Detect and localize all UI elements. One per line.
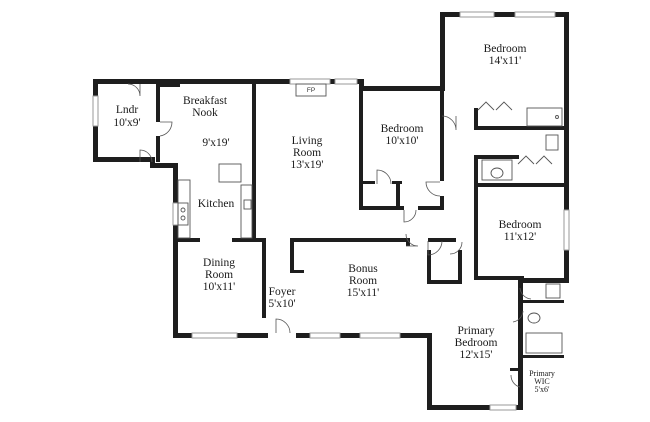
dining-size: 10'x11'	[203, 281, 235, 293]
exterior-walls	[93, 12, 569, 410]
laundry-size: 10'x9'	[113, 117, 140, 129]
laundry-name: Lndr	[116, 104, 139, 116]
foyer-size: 5'x10'	[268, 298, 295, 310]
primary-name-1: Primary	[457, 325, 494, 337]
room-labels: Lndr 10'x9' Breakfast Nook 9'x19' Kitche…	[113, 43, 554, 394]
living-size: 13'x19'	[291, 159, 324, 171]
primary-wic-size: 5'x6'	[535, 385, 550, 394]
fixtures	[177, 83, 563, 354]
bonus-name-2: Room	[349, 275, 377, 287]
windows	[92, 11, 570, 411]
foyer-name: Foyer	[269, 286, 296, 298]
living-name-1: Living	[292, 135, 323, 147]
bonus-size: 15'x11'	[347, 287, 379, 299]
bedroom-top-name: Bedroom	[484, 43, 527, 55]
doors	[127, 83, 532, 388]
bedroom-right-size: 11'x12'	[504, 231, 536, 243]
dining-name-2: Room	[205, 269, 233, 281]
fireplace-label: FP	[307, 87, 315, 94]
bedroom-mid-name: Bedroom	[381, 123, 424, 135]
breakfast-name-2: Nook	[192, 107, 218, 119]
primary-name-2: Bedroom	[455, 337, 498, 349]
primary-wic-name-1: Primary	[529, 369, 555, 378]
primary-wic-name-2: WIC	[534, 377, 550, 386]
bedroom-mid-size: 10'x10'	[386, 135, 419, 147]
dining-name-1: Dining	[203, 257, 235, 269]
primary-size: 12'x15'	[460, 349, 493, 361]
breakfast-name-1: Breakfast	[183, 95, 228, 107]
bedroom-right-name: Bedroom	[499, 219, 542, 231]
living-name-2: Room	[293, 147, 321, 159]
interior-walls	[156, 84, 564, 371]
bonus-name-1: Bonus	[348, 263, 378, 275]
bedroom-top-size: 14'x11'	[489, 55, 521, 67]
kitchen-dimension: 9'x19'	[202, 137, 229, 149]
kitchen-name: Kitchen	[198, 198, 235, 210]
